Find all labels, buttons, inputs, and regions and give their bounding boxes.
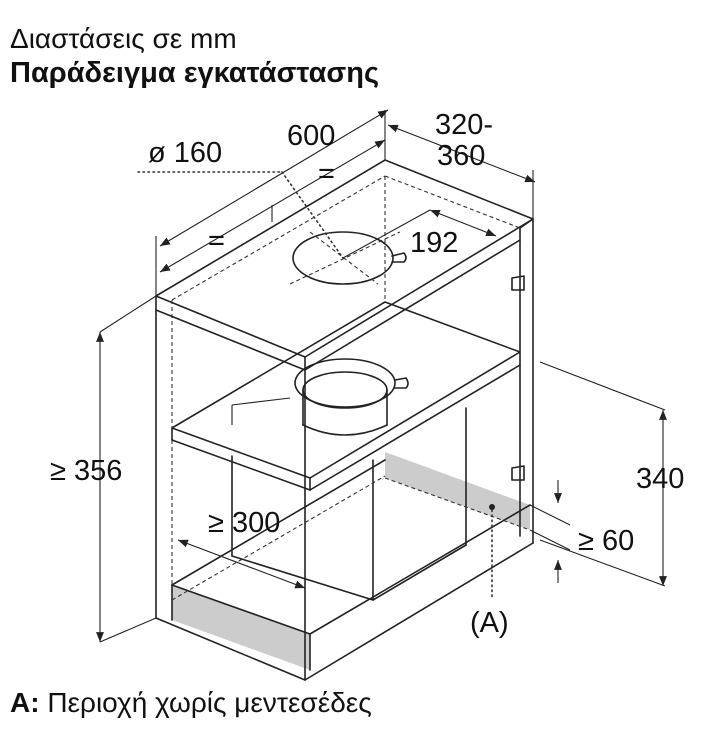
dim-width — [137, 109, 389, 296]
duct-opening-top — [289, 231, 407, 285]
label-depth-bottom: 360 — [437, 140, 485, 172]
hinge-free-area — [172, 452, 530, 670]
dim-depth — [387, 124, 536, 219]
label-depth-inner: ≥ 300 — [208, 507, 280, 539]
label-width: 600 — [287, 120, 335, 152]
legend: A: Περιοχή χωρίς μεντεσέδες — [10, 688, 372, 718]
hinges — [511, 275, 525, 481]
units-note: Διαστάσεις σε mm — [10, 23, 237, 54]
installation-example-title: Παράδειγμα εγκατάστασης — [10, 57, 380, 89]
label-height-right: 340 — [636, 463, 684, 495]
label-diameter: ø 160 — [148, 137, 222, 169]
duct-collar — [294, 358, 409, 436]
legend-text: Περιοχή χωρίς μεντεσέδες — [47, 687, 372, 718]
label-gap: ≥ 60 — [578, 525, 634, 557]
legend-key: A: — [10, 687, 40, 718]
dim-height-left — [96, 295, 157, 643]
area-a-leader — [489, 504, 495, 599]
label-equal-right: = — [318, 158, 335, 190]
label-equal-left: = — [208, 225, 225, 257]
hood-unit — [231, 397, 467, 601]
dim-height-right — [539, 361, 667, 587]
shelf — [171, 301, 521, 491]
label-height-left: ≥ 356 — [50, 455, 122, 487]
dim-depth-inner — [177, 539, 306, 589]
label-area-a: (A) — [470, 607, 509, 639]
label-depth-top: 320- — [435, 109, 493, 141]
dim-gap — [529, 480, 571, 583]
label-duct-offset: 192 — [410, 227, 458, 259]
dim-duct-offset — [342, 209, 497, 259]
